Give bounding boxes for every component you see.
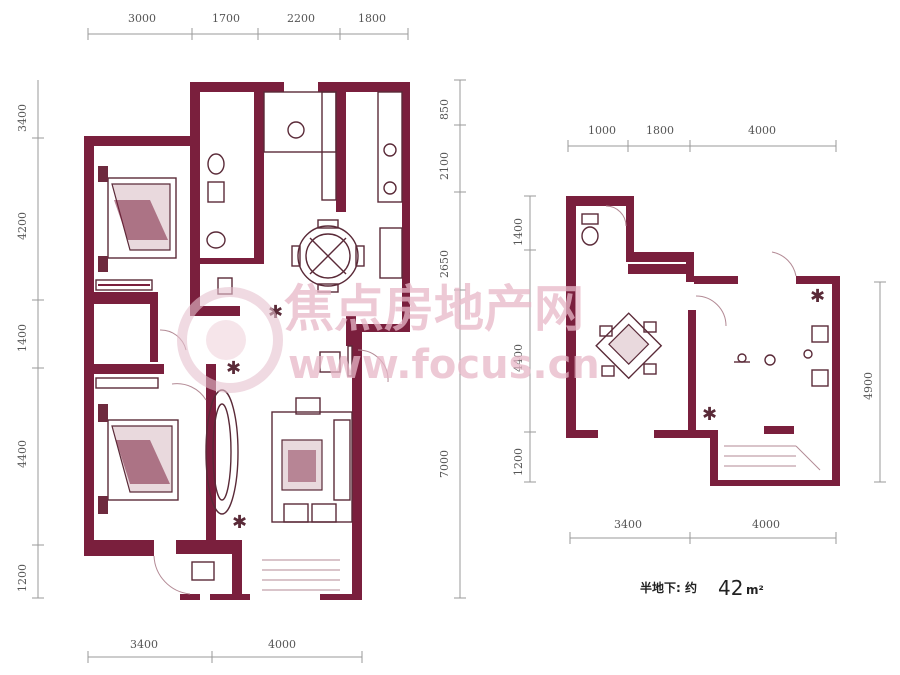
dim-top-2: 1700 [212, 12, 240, 25]
basement-plants: ✱ ✱ [702, 286, 825, 425]
dim-bottom-2: 4000 [268, 638, 296, 651]
basement-dim-bottom-1: 3400 [614, 518, 642, 531]
basement-top-dimensions: 1000 1800 4000 [567, 124, 837, 152]
caption-value: 42 [718, 576, 743, 600]
basement-left-dimensions: 1400 4400 1200 [512, 195, 536, 483]
basement-dim-top-2: 1800 [646, 124, 674, 137]
dim-right-1: 850 [438, 99, 451, 120]
watermark-url: www.focus.cn [288, 342, 600, 388]
main-right-dimensions: 850 2100 2650 7000 [438, 79, 466, 599]
basement-dim-left-1: 1400 [512, 218, 525, 246]
main-plants: ✱ ✱ ✱ [226, 302, 283, 533]
main-dining-table [291, 219, 403, 293]
caption-label: 半地下: 约 [640, 580, 697, 595]
dim-top-1: 3000 [128, 12, 156, 25]
basement-dim-top-1: 1000 [588, 124, 616, 137]
svg-text:✱: ✱ [810, 286, 825, 307]
svg-text:✱: ✱ [226, 358, 241, 379]
main-top-dimensions: 3000 1700 2200 1800 [87, 12, 409, 40]
svg-text:✱: ✱ [702, 404, 717, 425]
main-bedroom-1 [95, 166, 177, 291]
watermark-cn: 焦点房地产网 [284, 280, 584, 338]
caption-unit: m² [746, 583, 764, 597]
svg-text:✱: ✱ [232, 512, 247, 533]
dim-left-5: 1200 [16, 564, 29, 592]
basement-dim-right-1: 4900 [862, 372, 875, 400]
dim-top-4: 1800 [358, 12, 386, 25]
basement-dim-left-2: 4400 [512, 344, 525, 372]
dim-left-3: 1400 [16, 324, 29, 352]
basement-walls [566, 196, 840, 486]
main-left-dimensions: 3400 4200 1400 4400 1200 [16, 80, 44, 599]
basement-area-caption: 半地下: 约 42 m² [640, 576, 764, 600]
basement-dim-top-3: 4000 [748, 124, 776, 137]
basement-right-dimensions: 4900 [862, 281, 886, 483]
dim-left-1: 3400 [16, 104, 29, 132]
basement-dim-bottom-2: 4000 [752, 518, 780, 531]
main-bottom-dimensions: 3400 4000 [87, 638, 363, 663]
dim-left-2: 4200 [16, 212, 29, 240]
dim-bottom-1: 3400 [130, 638, 158, 651]
main-walls [84, 82, 410, 600]
basement-bottom-dimensions: 3400 4000 [569, 518, 837, 544]
dim-right-2: 2100 [438, 152, 451, 180]
main-stairs [191, 559, 340, 591]
dim-top-3: 2200 [287, 12, 315, 25]
dim-right-4: 7000 [438, 450, 451, 478]
main-bathroom [206, 153, 233, 295]
main-bedroom-2 [95, 377, 239, 515]
basement-dim-left-3: 1200 [512, 448, 525, 476]
basement-furniture [581, 205, 829, 471]
main-kitchen [263, 91, 403, 203]
watermark: 焦点房地产网 www.focus.cn [177, 280, 600, 393]
dim-right-3: 2650 [438, 250, 451, 278]
main-living-room [271, 345, 353, 523]
dim-left-4: 4400 [16, 440, 29, 468]
